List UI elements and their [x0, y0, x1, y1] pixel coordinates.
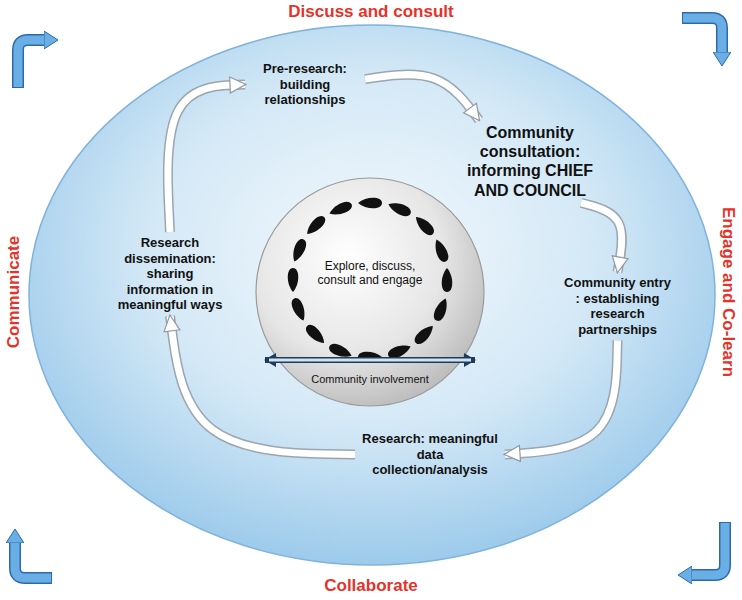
- center-circle: Explore, discuss, consult and engageComm…: [255, 177, 485, 407]
- corner-arrow: [15, 542, 51, 578]
- phase-label: Discuss and consult: [288, 2, 453, 22]
- cycle-arrow-body: [505, 340, 618, 454]
- involvement-label: Community involvement: [255, 373, 485, 386]
- step-text: Community entry : establishing research …: [563, 275, 672, 337]
- cycle-arrow-body: [168, 84, 245, 232]
- cycle-arrow-outline: [168, 84, 245, 232]
- cycle-arrow: [581, 203, 622, 272]
- stage-step: Community consultation: informing CHIEF …: [445, 120, 615, 203]
- cycle-arrow-body: [365, 75, 479, 120]
- step-text: Research: meaningful data collection/ana…: [358, 431, 502, 478]
- phase-label: Communicate: [4, 236, 24, 348]
- corner-arrow-outline: [682, 18, 722, 52]
- center-text: Explore, discuss, consult and engage: [312, 259, 428, 288]
- phase-label: Collaborate: [324, 576, 418, 596]
- cycle-arrow-body: [581, 203, 622, 272]
- corner-arrow: [18, 40, 45, 87]
- cycle-arrow-outline: [505, 340, 618, 454]
- step-text: Community consultation: informing CHIEF …: [448, 123, 612, 200]
- cycle-arrow: [365, 75, 479, 120]
- stage-step: Community entry : establishing research …: [560, 272, 675, 340]
- cycle-ellipse: [29, 25, 715, 565]
- corner-arrow-outline: [692, 522, 725, 575]
- step-text: Pre-research: building relationships: [248, 61, 362, 108]
- corner-arrow: [683, 18, 722, 53]
- phase-label: Engage and Co-learn: [718, 207, 738, 377]
- petal-ring: [288, 198, 453, 363]
- step-text: Research dissemination: sharing informat…: [113, 235, 227, 313]
- double-arrow: [265, 357, 475, 363]
- corner-arrow-outline: [15, 543, 52, 578]
- double-arrow-fill: [269, 359, 471, 362]
- stage-step: Research: meaningful data collection/ana…: [355, 428, 505, 481]
- corner-arrow: [691, 523, 725, 575]
- corner-arrow-outline: [18, 40, 44, 88]
- stage-step: Pre-research: building relationships: [245, 58, 365, 111]
- corner-arrows: [15, 18, 725, 578]
- cycle-arrow-outline: [365, 75, 479, 120]
- circle-shape: [255, 177, 485, 407]
- cycle-arrow-outline: [581, 203, 622, 272]
- stage-step: Research dissemination: sharing informat…: [110, 232, 230, 316]
- circle-outline: [256, 178, 484, 406]
- cycle-arrow: [168, 84, 245, 232]
- cycle-arrow: [505, 340, 618, 454]
